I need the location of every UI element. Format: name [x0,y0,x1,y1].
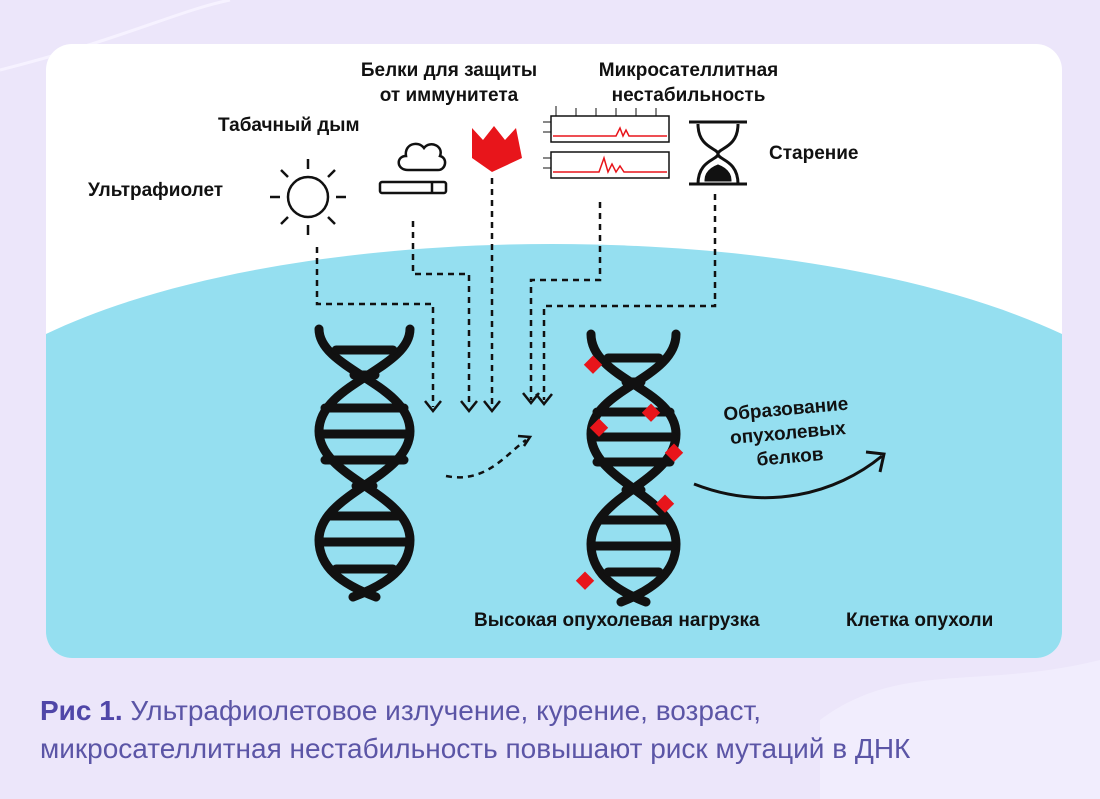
figure-caption: Рис 1. Ультрафиолетовое излучение, курен… [40,692,1070,768]
label-tumor-cell: Клетка опухоли [846,610,994,631]
caption-line2: микросателлитная нестабильность повышают… [40,733,911,764]
cigarette-icon [378,142,448,195]
label-msi-line1: Микросателлитная [598,60,779,81]
label-proteins-line2: от иммунитета [379,85,519,106]
chart-icon [543,106,670,179]
label-proteins-line1: Белки для защиты [360,60,538,81]
hourglass-icon [689,120,747,186]
connector-lines [315,178,717,479]
formation-arrow [693,450,886,500]
label-msi-line2: нестабильность [611,85,766,106]
label-high-load: Высокая опухолевая нагрузка [474,610,760,631]
caption-line1-text: Ультрафиолетовое излучение, курение, воз… [130,695,762,726]
caption-figure-number: Рис 1. [40,695,123,726]
sun-icon [270,159,346,235]
tumor-cell-area [46,244,1062,658]
label-tobacco: Табачный дым [218,115,360,136]
label-msi: Микросателлитная нестабильность [576,58,801,108]
label-formation: Образование опухолевых белков [705,391,871,477]
crown-icon [472,126,522,172]
label-uv: Ультрафиолет [88,180,224,201]
mutation-markers [575,355,684,590]
arrowheads [424,392,553,447]
caption-line1: Рис 1. Ультрафиолетовое излучение, курен… [40,692,1070,730]
diagram-canvas [46,106,1062,658]
label-aging: Старение [769,143,859,164]
mutated-dna-icon [586,329,681,607]
dna-icon [314,324,415,602]
diagram-card: Ультрафиолет Табачный дым Белки для защи… [46,44,1062,658]
label-proteins: Белки для защиты от иммунитета [344,58,554,108]
